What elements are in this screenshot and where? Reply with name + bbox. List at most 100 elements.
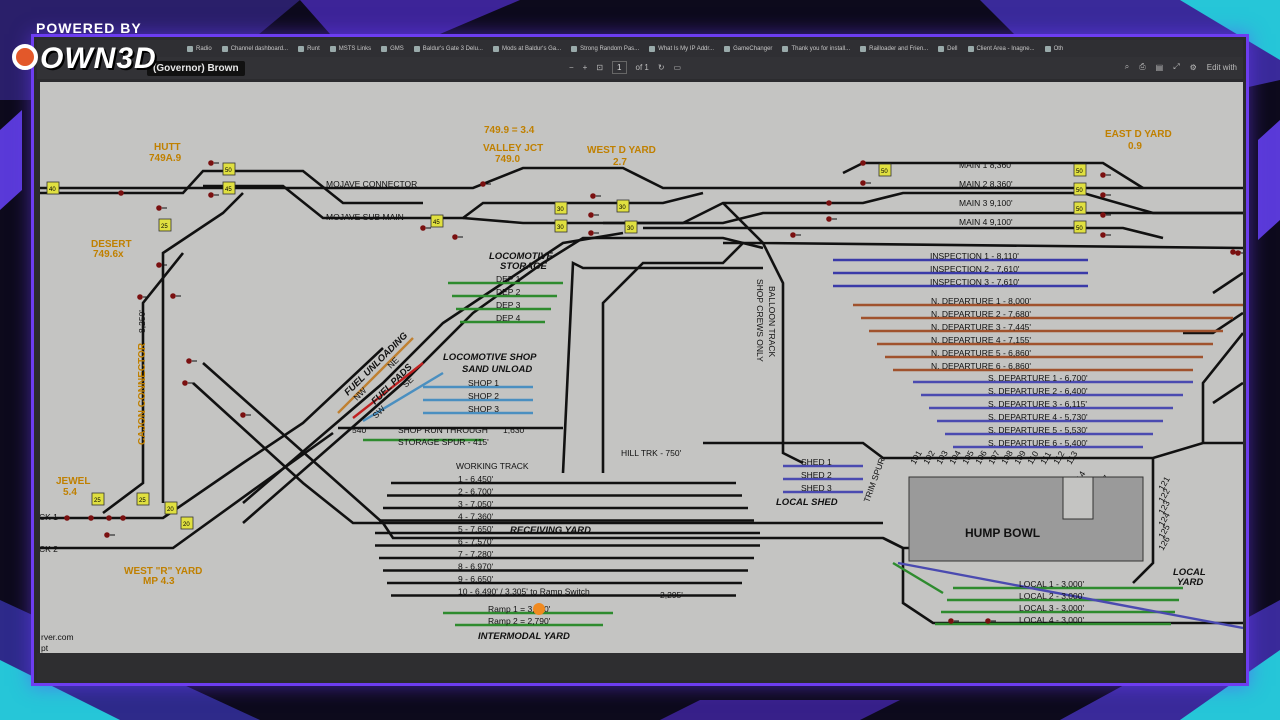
print-icon[interactable]: ⎙ (1139, 62, 1146, 71)
bookmark-item[interactable]: Mods at Baldur's Ga... (492, 45, 561, 52)
fuel-pads-track (352, 362, 424, 419)
mojave-sub-label: MOJAVE SUB MAIN (326, 212, 404, 222)
local-shed-label: LOCAL SHED (776, 497, 838, 508)
bowl-track-number: 103 (934, 448, 950, 466)
receiving-label: 10 - 6,490' / 3,305' to Ramp Switch (458, 587, 590, 597)
bookmark-item[interactable]: Strong Random Pas... (571, 45, 640, 52)
dep-label: DEP 1 (496, 274, 521, 284)
yard-tracks (337, 258, 1243, 630)
edit-with-button[interactable]: Edit with (1206, 62, 1237, 72)
pdf-actions: ⌕ ⎙ ▤ ⤢ ⚙ Edit with (1125, 62, 1237, 72)
receiving-label: 4 - 7,360' (458, 512, 494, 522)
zoom-out-icon[interactable]: − (569, 63, 574, 72)
track-stub-label: CK 1 (40, 512, 58, 522)
signal-marker: 45 (430, 214, 444, 228)
bookmark-label: Client Area - Inagne... (976, 45, 1035, 52)
jewel-label: JEWEL (56, 476, 90, 487)
bookmark-item[interactable]: What Is My IP Addr... (649, 45, 714, 52)
balloon-track-label: BALLOON TRACK (767, 286, 777, 358)
signal-number: 45 (433, 220, 440, 226)
signal-marker: 25 (136, 492, 150, 506)
bookmark-item[interactable]: Runt (298, 45, 320, 52)
bookmark-item[interactable]: Dell (938, 45, 958, 52)
signal-light-icon (590, 193, 601, 199)
lead-track (897, 561, 1243, 630)
s-departure-label: S. DEPARTURE 2 - 6,400' (988, 386, 1088, 396)
bookmark-item[interactable]: Client Area - Inagne... (967, 45, 1035, 52)
bookmark-label: Strong Random Pas... (580, 45, 640, 52)
browser-window: Radio Channel dashboard... Runt MSTS Links G… (31, 34, 1249, 686)
signal-light-icon (860, 180, 871, 186)
fullscreen-icon[interactable]: ⤢ (1173, 62, 1180, 71)
signal-marker: 20 (180, 516, 194, 530)
folder-icon (571, 45, 578, 52)
page-number-input[interactable]: 1 (612, 61, 627, 74)
signal-marker: 50 (1073, 220, 1087, 234)
bookmark-item[interactable]: Railloader and Frien... (860, 45, 928, 52)
hutt-milepost: 749A.9 (149, 153, 182, 164)
ramp-label: Ramp 1 = 3,290' (488, 604, 551, 614)
signal-light-icon (156, 205, 167, 211)
page-total: of 1 (635, 63, 649, 72)
signal-light-icon (588, 230, 599, 236)
cajon-length: 8,250' (137, 310, 147, 333)
bookmark-item[interactable]: Channel dashboard... (221, 45, 288, 52)
track-stub-label: CK 2 (40, 544, 58, 554)
bookmark-item[interactable]: Thank you for install... (782, 45, 850, 52)
inspection-label: INSPECTION 1 - 8,110' (930, 251, 1019, 261)
search-icon[interactable]: ⌕ (1124, 62, 1130, 71)
bookmarks-bar: Radio Channel dashboard... Runt MSTS Links G… (37, 40, 1243, 57)
signal-number: 30 (557, 207, 564, 213)
s-departure-label: S. DEPARTURE 4 - 5,730' (988, 412, 1088, 422)
west-r-milepost: MP 4.3 (143, 576, 175, 587)
signal-number: 30 (557, 225, 564, 231)
bowl-track-number: 110 (1025, 449, 1041, 466)
bookmark-item[interactable]: MSTS Links (329, 45, 371, 52)
page-view-icon[interactable]: ▭ (673, 63, 682, 72)
bookmark-label: GMS (390, 45, 404, 52)
loco-shop-title: LOCOMOTIVE SHOP (443, 352, 537, 363)
east-d-milepost: 0.9 (1128, 141, 1142, 152)
fit-page-icon[interactable]: ⊡ (596, 63, 604, 72)
signal-marker: 50 (878, 163, 892, 177)
mojave-connector-label: MOJAVE CONNECTOR (326, 179, 417, 189)
signal-light-icon (64, 515, 75, 521)
s-departure-label: S. DEPARTURE 3 - 6,115' (988, 399, 1087, 409)
bowl-track-number: 104 (947, 448, 963, 466)
signal-light-icon (790, 232, 801, 238)
receiving-yard-label: RECEIVING YARD (510, 525, 591, 536)
shed-label: SHED 2 (801, 470, 832, 480)
dep-label: DEP 2 (496, 287, 521, 297)
loco-storage-title: STORAGE (500, 261, 547, 272)
bookmark-item[interactable]: Radio (187, 45, 212, 52)
folder-icon (329, 45, 336, 52)
inspection-label: INSPECTION 2 - 7,610' (930, 264, 1020, 274)
bookmark-label: Radio (196, 45, 212, 52)
desert-label: DESERT (91, 239, 132, 250)
signal-marker: 50 (1073, 163, 1087, 177)
bookmark-item[interactable]: GameChanger (724, 45, 773, 52)
receiving-label: 3 - 7,050' (458, 499, 494, 509)
save-icon[interactable]: ▤ (1155, 62, 1164, 72)
pdf-page-controls: − + ⊡ 1 of 1 ↻ ▭ (569, 61, 681, 74)
signal-number: 50 (881, 169, 888, 175)
bookmark-label: GameChanger (733, 45, 773, 52)
zoom-in-icon[interactable]: + (582, 63, 588, 72)
bookmark-item[interactable]: Baldur's Gate 3 Delu... (413, 45, 483, 52)
settings-icon[interactable]: ⚙ (1189, 62, 1197, 72)
signal-number: 50 (1076, 188, 1083, 194)
signal-light-icon (1100, 232, 1111, 238)
rotate-icon[interactable]: ↻ (657, 63, 665, 72)
shop-label: SHOP 3 (468, 404, 499, 414)
bookmark-label: Baldur's Gate 3 Delu... (422, 45, 483, 52)
intermodal-yard-label: INTERMODAL YARD (478, 631, 570, 642)
signal-marker: 30 (554, 201, 568, 215)
brand-logo: OWN3D (12, 42, 157, 76)
west-d-label: WEST D YARD (587, 145, 656, 156)
signal-light-icon (170, 293, 181, 299)
bookmark-item[interactable]: GMS (381, 45, 404, 52)
s-departure-label: S. DEPARTURE 5 - 5,530' (988, 425, 1088, 435)
bookmark-item[interactable]: Oth (1044, 45, 1063, 52)
valley-label: VALLEY JCT (483, 143, 543, 154)
signal-number: 20 (167, 507, 174, 513)
